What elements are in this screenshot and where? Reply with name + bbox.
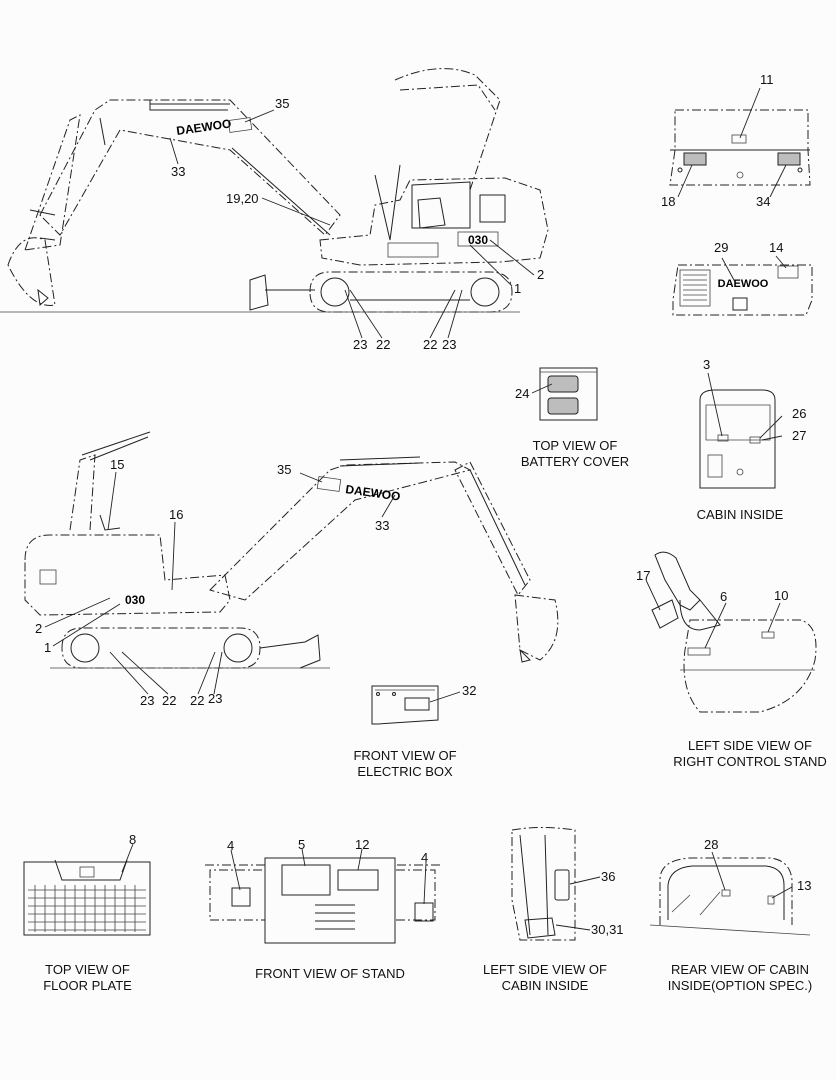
rear-cover-view [669, 87, 811, 198]
callout-12: 12 [355, 837, 370, 852]
rear-hood-view: DAEWOO [672, 255, 813, 316]
callout-15: 15 [110, 457, 125, 472]
callout-35-top: 35 [275, 96, 290, 111]
callout-22-top-b: 22 [423, 337, 438, 352]
stand-front-view [205, 848, 440, 944]
battery-cover-view [531, 367, 598, 421]
callout-4-left: 4 [227, 838, 235, 853]
callout-2-mid: 2 [35, 621, 43, 636]
callout-32: 32 [462, 683, 477, 698]
callout-10: 10 [774, 588, 789, 603]
floor-grid [28, 885, 146, 932]
callout-23-mid-b: 23 [208, 691, 223, 706]
callout-35-mid: 35 [277, 462, 292, 477]
warning-decal-right [777, 152, 801, 166]
callout-23-top-b: 23 [442, 337, 457, 352]
callout-22-top-a: 22 [376, 337, 391, 352]
callout-17: 17 [636, 568, 651, 583]
model-decal: 030 [468, 233, 488, 247]
callout-24: 24 [515, 386, 530, 401]
callout-29: 29 [714, 240, 729, 255]
callout-1-mid: 1 [44, 640, 52, 655]
callout-19-20: 19,20 [226, 191, 259, 206]
callout-3: 3 [703, 357, 711, 372]
callout-11: 11 [760, 72, 774, 87]
rear-cabin-view [649, 851, 811, 936]
callout-33-top: 33 [171, 164, 186, 179]
callout-23-top-a: 23 [353, 337, 368, 352]
callout-22-mid-a: 22 [162, 693, 177, 708]
callout-27: 27 [792, 428, 807, 443]
model-decal-left: 030 [125, 593, 145, 607]
brand-decal-left: DAEWOO [345, 482, 402, 504]
callout-34: 34 [756, 194, 771, 209]
floor-plate-view [23, 843, 151, 936]
callout-16: 16 [169, 507, 184, 522]
callout-14: 14 [769, 240, 784, 255]
callout-13: 13 [797, 878, 812, 893]
callout-30-31: 30,31 [591, 922, 624, 937]
callout-2-top: 2 [537, 267, 545, 282]
callout-4-right: 4 [421, 850, 429, 865]
caption-stand: FRONT VIEW OF STAND [255, 966, 405, 981]
brand-decal: DAEWOO [175, 116, 232, 138]
callout-36: 36 [601, 869, 616, 884]
control-stand-view [645, 551, 817, 713]
callout-8: 8 [129, 832, 137, 847]
callout-22-mid-b: 22 [190, 693, 205, 708]
callout-1-top: 1 [514, 281, 522, 296]
caption-cabin-inside: CABIN INSIDE [696, 507, 784, 522]
cabin-inside-view [699, 372, 783, 489]
callout-6: 6 [720, 589, 728, 604]
excavator-left-view: 030 DAEWOO [24, 431, 559, 695]
callout-18: 18 [661, 194, 676, 209]
warning-decal-left [683, 152, 707, 166]
callout-5: 5 [298, 837, 306, 852]
callout-33-mid: 33 [375, 518, 390, 533]
cabin-left-view [511, 827, 601, 941]
excavator-right-view: 030 DAEWOO [0, 68, 549, 339]
callout-28: 28 [704, 837, 719, 852]
brand-decal-rear: DAEWOO [718, 278, 769, 290]
callout-26: 26 [792, 406, 807, 421]
callout-23-mid-a: 23 [140, 693, 155, 708]
electric-box-view [371, 685, 461, 725]
